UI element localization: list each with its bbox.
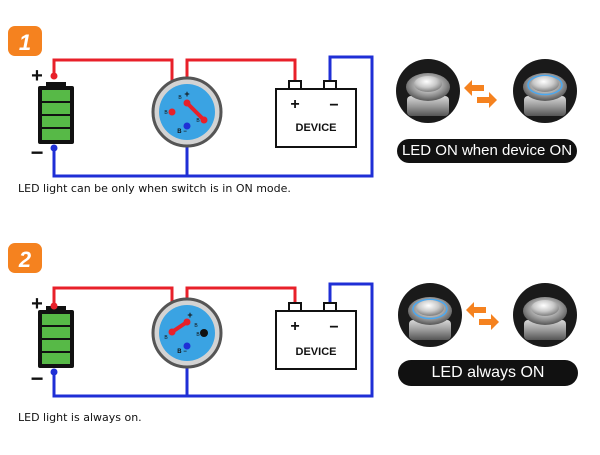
- step-badge-icon: 2: [8, 243, 42, 273]
- switch-pin-top-label: +: [187, 310, 192, 320]
- battery-plus-label: +: [31, 293, 43, 315]
- device-icon: + −: [275, 302, 357, 370]
- state-label-2: LED always ON: [398, 360, 578, 386]
- caption-2: LED light is always on.: [18, 411, 142, 424]
- switch-pin-left-label: B: [164, 335, 168, 341]
- device-label: DEVICE: [296, 122, 337, 134]
- battery-plus-label: +: [31, 65, 43, 87]
- button-photo-icon: [396, 59, 460, 123]
- button-photo-icon: [513, 283, 577, 347]
- switch-pin-small-label: B: [178, 95, 182, 101]
- battery-positive-terminal: [50, 72, 58, 80]
- state-label-1: LED ON when device ON: [397, 139, 577, 163]
- battery-positive-terminal: [50, 302, 58, 310]
- section-1: 1 + −: [8, 26, 577, 178]
- switch-icon: [151, 76, 223, 148]
- switch-pin-left-label: B: [164, 110, 168, 116]
- swap-arrows-icon: [466, 302, 499, 330]
- switch-pin-top-label: +: [184, 89, 189, 99]
- switch-icon: [151, 297, 223, 369]
- section-2: 2 + − +: [8, 243, 577, 398]
- battery-minus-label: −: [31, 140, 44, 165]
- switch-pin-right-label: B: [196, 118, 200, 124]
- battery-negative-terminal: [50, 368, 58, 376]
- switch-pin-small-label: B: [194, 323, 198, 329]
- step-number: 2: [18, 247, 32, 272]
- device-icon: + −: [275, 80, 357, 148]
- button-photo-icon: [513, 59, 577, 123]
- battery-icon: [38, 306, 74, 368]
- device-label: DEVICE: [296, 346, 337, 358]
- swap-arrows-icon: [464, 80, 497, 108]
- battery-icon: [38, 82, 74, 144]
- button-photo-icon: [398, 283, 462, 347]
- battery-minus-label: −: [31, 366, 44, 391]
- step-number: 1: [19, 30, 31, 55]
- switch-pin-bottom-label: B −: [177, 349, 187, 355]
- svg-text:−: −: [329, 97, 338, 114]
- switch-pin-right-label: B: [196, 332, 200, 338]
- step-badge-icon: 1: [8, 26, 42, 56]
- svg-text:+: +: [290, 96, 299, 113]
- svg-text:−: −: [329, 319, 338, 336]
- switch-pin-bottom-label: B −: [177, 129, 187, 135]
- caption-1: LED light can be only when switch is in …: [18, 182, 291, 195]
- battery-negative-terminal: [50, 144, 58, 152]
- svg-text:+: +: [290, 318, 299, 335]
